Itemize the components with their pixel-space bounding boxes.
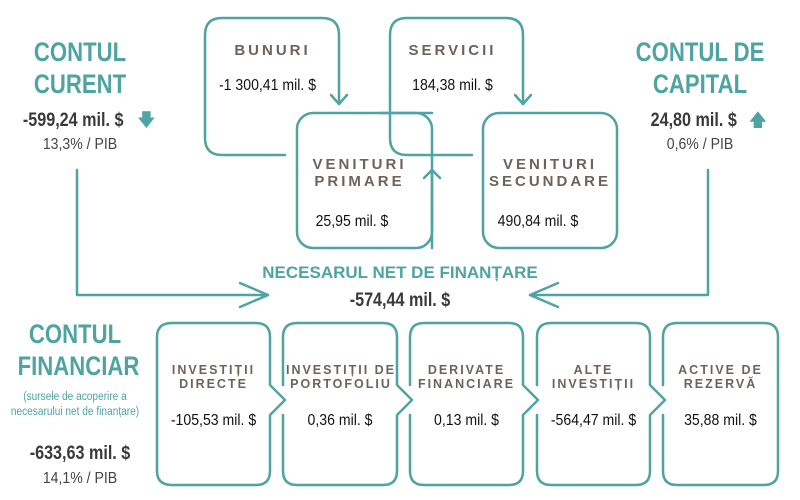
financial-item-title-line1: ALTE: [573, 363, 614, 377]
financial-item-title-line2: DIRECTE: [179, 377, 248, 391]
financial-account-value: -633,63 mil. $: [29, 443, 131, 464]
financial-item-value: 0,36 mil. $: [307, 412, 373, 429]
secondary-income-title-line1: VENITURI: [502, 156, 597, 173]
financial-boxes: [155, 321, 780, 487]
services-title: SERVICII: [408, 42, 497, 59]
services-value: 184,38 mil. $: [412, 77, 493, 94]
financial-account-title-line1: CONTUL: [28, 319, 122, 349]
goods-value: -1 300,41 mil. $: [218, 77, 317, 94]
current-account-value-row: -599,24 mil. $ 🡇: [0, 108, 170, 138]
financial-item-title-line1: INVESTIȚII: [171, 363, 256, 377]
financial-item-value: 0,13 mil. $: [434, 412, 499, 429]
capital-flow-arrow: [528, 168, 710, 309]
capital-account-pct: 0,6% / PIB: [666, 136, 734, 153]
financial-account-title-line2: FINANCIAR: [17, 351, 140, 381]
current-account-value: -599,24 mil. $: [23, 110, 124, 131]
net-financing-title: NECESARUL NET DE FINANȚARE: [262, 263, 538, 282]
secondary-income-value: 490,84 mil. $: [497, 213, 579, 230]
goods-title: BUNURI: [234, 42, 311, 59]
net-financing-value: -574,44 mil. $: [349, 290, 451, 311]
current-account-pct: 13,3% / PIB: [42, 136, 118, 153]
current-account-title-line2: CURENT: [33, 69, 127, 99]
services-arrowhead: [513, 93, 533, 106]
arrow-up-icon: 🡅: [748, 110, 768, 130]
financial-account-pct: 14,1% / PIB: [42, 470, 118, 487]
financial-item-title-line2: FINANCIARE: [417, 377, 516, 391]
arrow-down-icon: 🡇: [137, 110, 156, 130]
goods-box: [203, 16, 341, 157]
financial-item-title-line2: PORTOFOLIU: [290, 377, 392, 391]
primary-arrow: [422, 168, 442, 250]
secondary-income-title-line2: SECUNDARE: [488, 173, 611, 190]
financial-item-title-line2: INVESTIȚII: [551, 377, 636, 391]
capital-account-value-row: 24,80 mil. $ 🡅: [615, 108, 795, 138]
current-flow-arrow: [75, 168, 270, 309]
goods-arrowhead: [329, 93, 349, 106]
financial-item-title-line1: INVESTIȚII DE: [285, 363, 397, 377]
financial-account-note: (sursele de acoperire a necesarului net …: [10, 391, 140, 418]
primary-income-title-line2: PRIMARE: [314, 173, 405, 190]
secondary-income-box: [481, 111, 619, 250]
primary-income-value: 25,95 mil. $: [315, 213, 389, 230]
primary-income-title-line1: VENITURI: [312, 156, 407, 173]
financial-item-value: -105,53 mil. $: [170, 412, 257, 429]
capital-account-title-line2: CAPITAL: [652, 69, 748, 99]
financial-item-title-line2: REZERVĂ: [683, 377, 758, 391]
capital-account-value: 24,80 mil. $: [650, 110, 737, 131]
services-box: [388, 16, 525, 157]
financial-item-value: -564,47 mil. $: [550, 412, 637, 429]
financial-item-value: 35,88 mil. $: [684, 412, 757, 429]
financial-item-title-line1: ACTIVE DE: [678, 363, 763, 377]
current-account-title-line1: CONTUL: [33, 37, 127, 67]
financial-item-title-line1: DERIVATE: [427, 363, 506, 377]
capital-account-title-line1: CONTUL DE: [635, 37, 765, 67]
